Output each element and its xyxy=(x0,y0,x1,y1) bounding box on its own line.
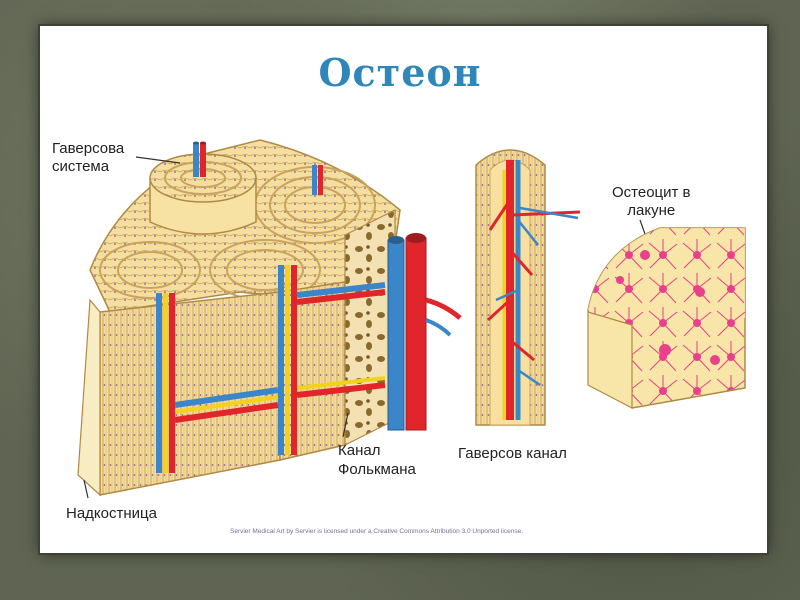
credit-line: Servier Medical Art by Servier is licens… xyxy=(230,528,523,535)
bone-block xyxy=(77,139,462,497)
front-vessels xyxy=(156,265,386,473)
haversian-canal-section xyxy=(475,149,581,426)
haversian-system-cylinder xyxy=(149,141,257,235)
label-haversian-system: Гаверсова система xyxy=(52,140,125,175)
slide-title: Остеон xyxy=(318,50,482,95)
label-periosteum: Надкостница xyxy=(66,505,157,522)
label-haversian-canal: Гаверсов канал xyxy=(458,445,567,462)
main-vessel xyxy=(387,233,462,431)
osteocyte-wedge xyxy=(587,227,746,409)
label-volkmann-canal: Канал Фолькмана xyxy=(338,442,416,478)
label-osteocyte-in-lacuna: Остеоцит в лакуне xyxy=(612,184,691,219)
